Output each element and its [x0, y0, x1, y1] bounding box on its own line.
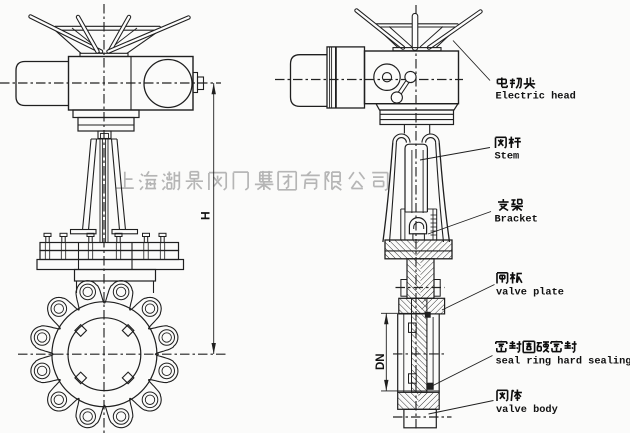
svg-text:H: H	[199, 211, 213, 220]
svg-text:Bracket: Bracket	[495, 213, 538, 225]
svg-text:Electric head: Electric head	[496, 91, 576, 103]
svg-text:valve plate: valve plate	[496, 287, 564, 299]
svg-text:seal ring hard sealing: seal ring hard sealing	[496, 356, 630, 368]
svg-text:DN: DN	[375, 353, 387, 370]
svg-text:Stem: Stem	[495, 151, 520, 163]
svg-text:valve body: valve body	[496, 404, 558, 416]
